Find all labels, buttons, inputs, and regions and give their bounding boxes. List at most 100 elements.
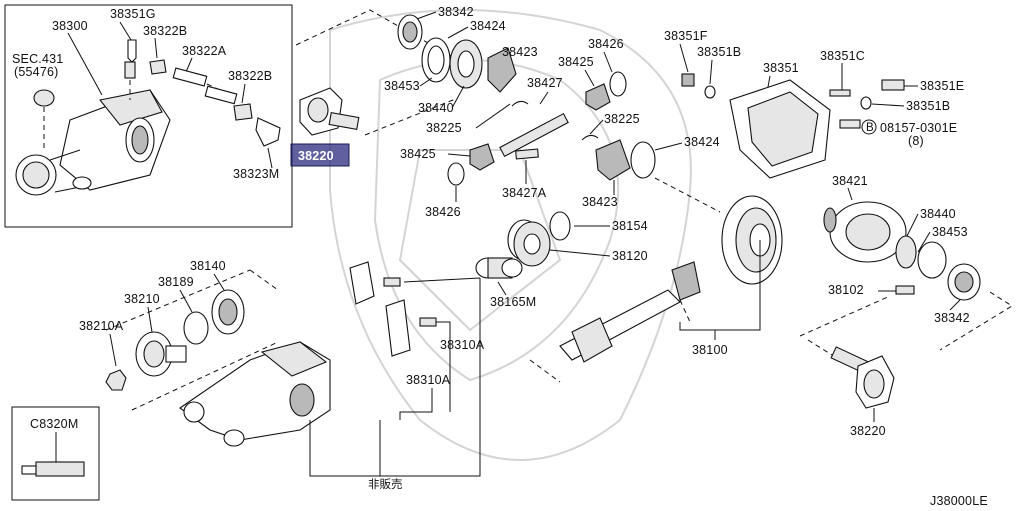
bolt-b-icon: [839, 119, 861, 129]
adj-shim-right-icon: [630, 141, 656, 179]
label-thrust-washer-top[interactable]: 38426: [588, 37, 624, 51]
dashed-pinion: [529, 299, 691, 383]
label-side-gear-top[interactable]: 38423: [502, 45, 538, 59]
label-breather-cap[interactable]: 38323M: [233, 167, 279, 181]
diff-assembly-icon: [15, 89, 171, 196]
dashed-bracket-mid: [364, 97, 459, 136]
pinion-gear-mid-icon: [469, 143, 495, 171]
label-hose[interactable]: 38322A: [182, 44, 227, 58]
label-bolt-e[interactable]: 38351E: [920, 79, 964, 93]
diff-case-icon: [823, 201, 907, 263]
bearing-race-right-icon: [917, 241, 947, 279]
label-bearing-race-right[interactable]: 38453: [932, 225, 968, 239]
thrust-washer-mid-icon: [447, 162, 465, 186]
companion-flange-icon: [135, 331, 187, 377]
label-assembly[interactable]: 38300: [52, 19, 88, 33]
label-adj-shim-top[interactable]: 38424: [470, 19, 506, 33]
bolt-e-icon: [881, 79, 905, 91]
highlight-box: [290, 143, 350, 167]
mount-bracket-2-icon: [385, 299, 411, 357]
dashed-bracket-flange: [799, 295, 891, 361]
gear-set-bracket: [679, 240, 761, 331]
drive-pinion-icon: [559, 261, 701, 363]
ring-gear-icon: [721, 195, 783, 285]
label-gear-set[interactable]: 38100: [692, 343, 728, 357]
highlighted-part[interactable]: 38220: [290, 143, 350, 167]
svg-text:B: B: [866, 122, 874, 134]
side-gear-top-icon: [487, 47, 517, 93]
mount-bracket-icon: [349, 261, 375, 305]
label-bearing-pinion[interactable]: 38120: [612, 249, 648, 263]
shim-pinion-icon: [549, 211, 571, 241]
label-clip-a[interactable]: 38322B: [143, 24, 187, 38]
label-nut-210a[interactable]: 38210A: [79, 319, 124, 333]
label-lock-pin-top[interactable]: 38225: [426, 121, 462, 135]
hose-icon: [172, 67, 208, 87]
label-spacer[interactable]: 38165M: [490, 295, 536, 309]
breather-cap-icon: [255, 117, 281, 147]
label-tool[interactable]: C8320M: [30, 417, 78, 431]
label-bearing-cone-right[interactable]: 38440: [920, 207, 956, 221]
label-pinion-shaft[interactable]: 38427: [527, 76, 563, 90]
label-side-gear-right[interactable]: 38423: [582, 195, 618, 209]
label-sec-ref[interactable]: SEC.431: [12, 52, 63, 66]
label-cover[interactable]: 38351: [763, 61, 799, 75]
label-bearing-right[interactable]: 38342: [934, 311, 970, 325]
bearing-pinion-icon: [507, 219, 551, 267]
label-mount-a1[interactable]: 38310A: [440, 338, 485, 352]
label-seal-189[interactable]: 38189: [158, 275, 194, 289]
label-flange-210[interactable]: 38210: [124, 292, 160, 306]
bearing-cone-right-icon: [895, 235, 917, 269]
label-highlighted[interactable]: 38220: [298, 149, 334, 163]
label-pinion-bearing[interactable]: 38140: [190, 259, 226, 273]
side-flange-top-icon: [299, 87, 360, 136]
bolt-b-marker: [861, 119, 877, 135]
label-lock-pin-mid[interactable]: 38427A: [502, 186, 547, 200]
label-case-bolt[interactable]: 38102: [828, 283, 864, 297]
label-stud-c[interactable]: 38351C: [820, 49, 865, 63]
bearing-top-icon: [397, 14, 423, 50]
seal-189-icon: [183, 311, 209, 345]
label-bearing-top[interactable]: 38342: [438, 5, 474, 19]
label-thrust-washer-mid[interactable]: 38426: [425, 205, 461, 219]
inset-tool: C8320M: [11, 406, 100, 501]
label-breather[interactable]: 38351G: [110, 7, 156, 21]
inset-tool-frame: [11, 406, 100, 501]
label-pinion-gear-mid[interactable]: 38425: [400, 147, 436, 161]
inset-differential-assembly: 38300 SEC.431 (55476) 38351G 38322B 3832…: [4, 4, 293, 228]
label-cover-stud[interactable]: 38351F: [664, 29, 708, 43]
label-not-for-sale: 非販売: [368, 478, 403, 491]
label-bolt-b[interactable]: 08157-0301E: [880, 121, 957, 135]
lock-pin-mid-icon: [515, 148, 539, 160]
gasket-b-icon: [704, 85, 716, 99]
label-case[interactable]: 38421: [832, 174, 868, 188]
pinion-shaft-icon: [499, 112, 569, 158]
lock-pin-right-icon: [581, 134, 599, 141]
bearing-cone-top-icon: [449, 39, 483, 89]
gear-carrier-icon: [179, 341, 331, 447]
label-bolt-b-qty: (8): [908, 134, 924, 148]
label-bearing-cone-top[interactable]: 38440: [418, 101, 454, 115]
gasket-b2-icon: [860, 96, 872, 110]
label-clip-b[interactable]: 38322B: [228, 69, 272, 83]
label-adj-shim-right[interactable]: 38424: [684, 135, 720, 149]
label-gasket-b[interactable]: 38351B: [697, 45, 741, 59]
spacer-icon: [475, 257, 523, 279]
dashed-bracket-lower: [105, 269, 279, 411]
side-gear-right-icon: [595, 139, 631, 181]
breather-icon: [127, 39, 137, 63]
thrust-washer-top-icon: [609, 71, 627, 97]
label-bearing-race-top[interactable]: 38453: [384, 79, 420, 93]
case-bolt-icon: [895, 285, 915, 295]
label-side-flange[interactable]: 38220: [850, 424, 886, 438]
cover-stud-icon: [681, 73, 695, 87]
label-mount-a2[interactable]: 38310A: [406, 373, 451, 387]
label-shim-pinion[interactable]: 38154: [612, 219, 648, 233]
dashed-bracket-top: [295, 9, 459, 61]
pinion-gear-top-icon: [585, 83, 611, 111]
label-pinion-gear-top[interactable]: 38425: [558, 55, 594, 69]
label-lock-pin-right[interactable]: 38225: [604, 112, 640, 126]
seal-cap-icon: [33, 89, 55, 107]
label-gasket-b2[interactable]: 38351B: [906, 99, 950, 113]
